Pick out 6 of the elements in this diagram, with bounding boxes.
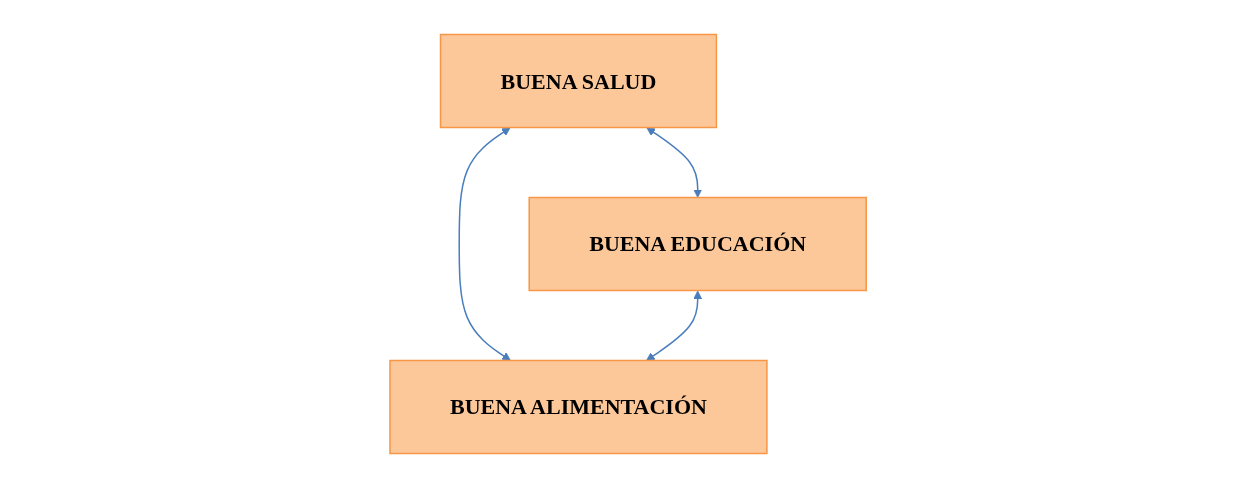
node-box: BUENA EDUCACIÓN	[528, 196, 868, 292]
arrow	[646, 290, 703, 361]
arrow	[458, 127, 512, 361]
arrow	[646, 127, 703, 198]
node-box: BUENA SALUD	[440, 33, 718, 129]
node-box: BUENA ALIMENTACIÓN	[389, 359, 769, 455]
